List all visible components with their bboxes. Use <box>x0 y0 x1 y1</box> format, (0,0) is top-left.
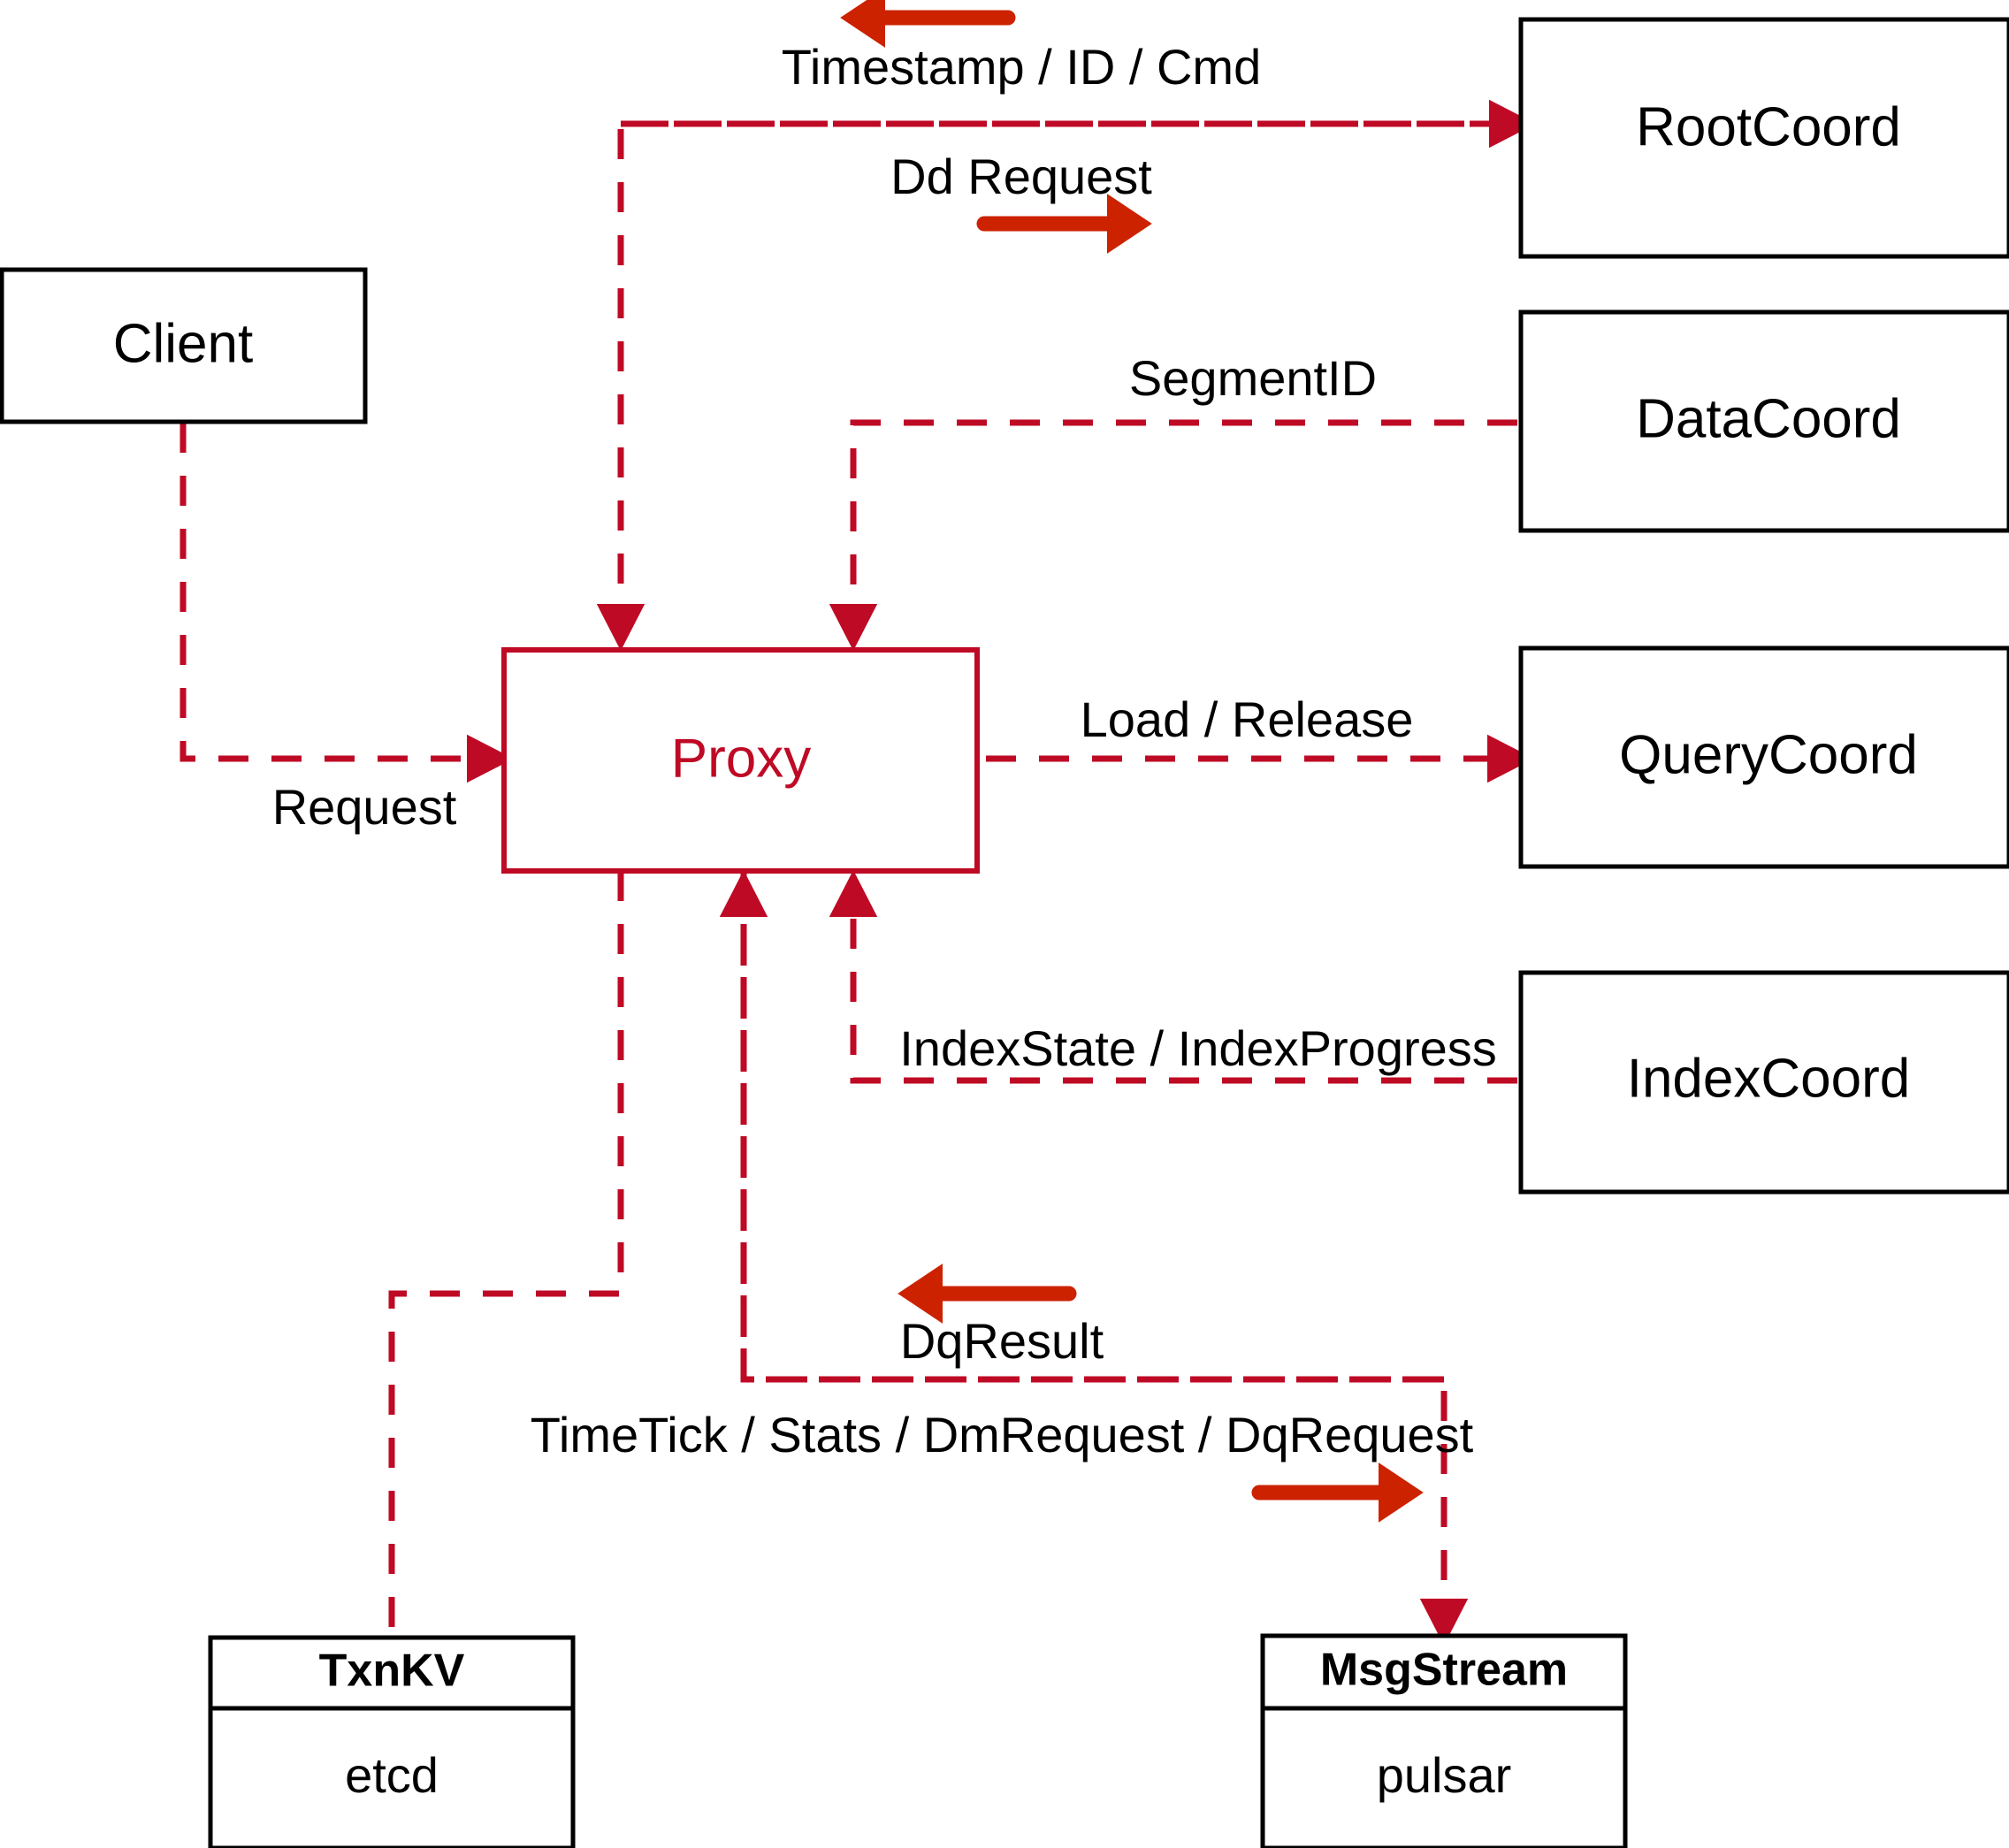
node-txnkv-body-label: etcd <box>345 1747 439 1803</box>
edge-label-dq-result: DqResult <box>900 1313 1104 1369</box>
direction-arrow-right-timetick <box>1251 1462 1424 1523</box>
edge-label-timetick-stats: TimeTick / Stats / DmRequest / DqRequest <box>531 1407 1474 1462</box>
edge-rootcoord-to-proxy <box>596 120 1517 652</box>
edge-client-to-proxy <box>180 423 515 783</box>
node-txnkv-header-label: TxnKV <box>319 1646 465 1697</box>
node-rootcoord-label: RootCoord <box>1636 96 1901 157</box>
node-msgstream-header-label: MsgStream <box>1320 1645 1568 1696</box>
node-rootcoord[interactable] <box>1518 17 2009 259</box>
node-txnkv[interactable] <box>208 1635 576 1848</box>
node-datacoord-label: DataCoord <box>1636 388 1901 449</box>
node-datacoord[interactable] <box>1518 309 2009 533</box>
node-indexcoord-label: IndexCoord <box>1627 1048 1911 1109</box>
node-querycoord[interactable] <box>1518 645 2009 869</box>
node-proxy-label: Proxy <box>671 728 811 789</box>
edge-proxy-to-txnkv <box>388 871 624 1638</box>
edge-label-request: Request <box>272 779 457 835</box>
direction-arrow-left-dqresult <box>898 1264 1077 1324</box>
edge-label-segment-id: SegmentID <box>1129 350 1377 406</box>
direction-arrow-left-timestamp <box>840 0 1016 48</box>
node-msgstream[interactable] <box>1260 1633 1628 1848</box>
edge-indexcoord-to-proxy <box>829 869 1517 1084</box>
node-querycoord-label: QueryCoord <box>1619 724 1918 785</box>
node-indexcoord[interactable] <box>1518 970 2009 1195</box>
edge-label-load-release: Load / Release <box>1081 691 1414 747</box>
node-msgstream-body-label: pulsar <box>1377 1747 1512 1803</box>
direction-arrow-right-ddrequest <box>976 194 1152 254</box>
edge-label-dd-request: Dd Request <box>890 149 1152 204</box>
node-proxy[interactable] <box>501 647 980 874</box>
edge-label-timestamp-id-cmd: Timestamp / ID / Cmd <box>782 39 1261 95</box>
edge-datacoord-to-proxy <box>829 419 1517 652</box>
node-client[interactable] <box>0 267 368 424</box>
edge-msgstream-to-proxy <box>719 869 1444 1383</box>
edge-proxy-to-msgstream <box>740 871 1469 1646</box>
edge-label-index-state: IndexState / IndexProgress <box>899 1020 1497 1076</box>
node-client-label: Client <box>113 313 254 374</box>
